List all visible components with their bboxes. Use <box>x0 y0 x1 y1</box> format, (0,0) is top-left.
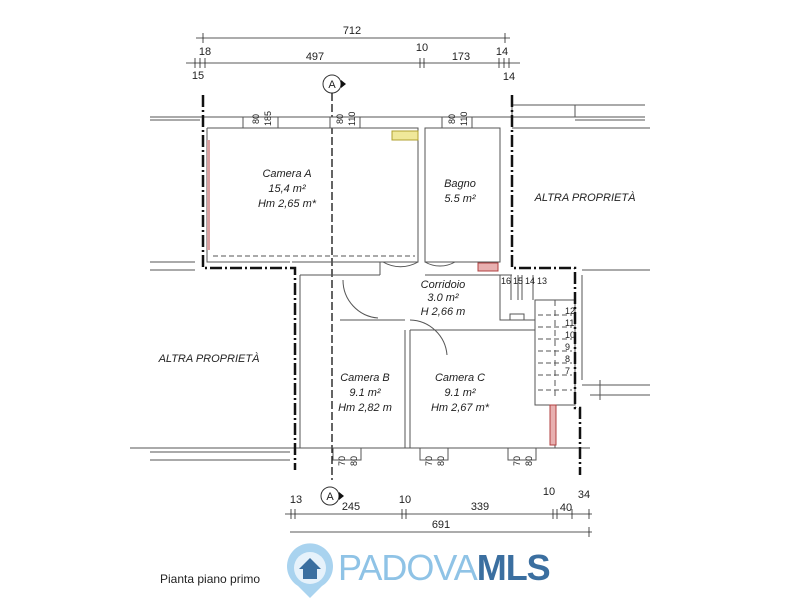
room-corridoio: Corridoio 3.0 m² H 2,66 m <box>421 279 466 318</box>
svg-text:16: 16 <box>501 276 511 286</box>
dim-camera-c: 339 <box>471 501 489 513</box>
svg-text:70: 70 <box>424 456 434 466</box>
svg-text:Camera B: Camera B <box>340 372 390 384</box>
svg-text:11: 11 <box>565 318 574 328</box>
svg-text:A: A <box>328 79 336 91</box>
svg-text:Bagno: Bagno <box>444 178 476 190</box>
svg-text:80: 80 <box>349 456 359 466</box>
dim-main: 497 <box>306 51 324 63</box>
svg-text:15,4 m²: 15,4 m² <box>268 183 306 195</box>
svg-text:15: 15 <box>513 276 523 286</box>
svg-text:Corridoio: Corridoio <box>421 279 466 291</box>
svg-text:80: 80 <box>251 114 261 124</box>
svg-text:H 2,66 m: H 2,66 m <box>421 306 466 318</box>
dim-mid-wall: 10 <box>416 42 428 54</box>
dim-bottom-left-wall: 13 <box>290 494 302 506</box>
svg-text:80: 80 <box>436 456 446 466</box>
svg-text:9.1 m²: 9.1 m² <box>349 387 381 399</box>
svg-text:13: 13 <box>537 276 547 286</box>
dim-bottom-right-wall: 10 <box>543 486 555 498</box>
svg-text:3.0 m²: 3.0 m² <box>427 292 459 304</box>
svg-text:80: 80 <box>447 114 457 124</box>
top-dimensions: 712 18 15 497 10 173 14 14 <box>186 25 520 83</box>
dim-left-wall: 18 <box>199 46 211 58</box>
dim-total-bottom: 691 <box>432 519 450 531</box>
svg-text:80: 80 <box>524 456 534 466</box>
label-altra-proprieta-right: ALTRA PROPRIETÀ <box>534 191 636 204</box>
svg-text:Hm 2,65 m*: Hm 2,65 m* <box>258 198 317 210</box>
svg-text:9.1 m²: 9.1 m² <box>444 387 476 399</box>
room-bagno: Bagno 5.5 m² <box>444 178 476 205</box>
dim-camera-b: 245 <box>342 501 360 513</box>
section-marker-bottom: A <box>320 486 344 506</box>
walls <box>130 104 650 461</box>
property-line <box>201 95 297 470</box>
svg-text:14: 14 <box>525 276 535 286</box>
dim-bottom-right-end: 34 <box>578 489 590 501</box>
stairs: 16 15 14 13 12 11 10 9 8 7 <box>499 275 575 400</box>
dim-right-wall-top: 14 <box>496 46 508 58</box>
bottom-dimensions: 13 245 10 339 10 40 34 691 <box>285 486 592 537</box>
svg-text:Hm 2,82 m: Hm 2,82 m <box>338 402 392 414</box>
house-pin-icon <box>287 543 333 598</box>
svg-text:70: 70 <box>512 456 522 466</box>
section-marker-top: A <box>322 74 346 480</box>
watermark-mls: MLS <box>476 547 551 588</box>
dim-bottom-right-small: 40 <box>560 502 572 514</box>
property-line-right <box>510 95 582 475</box>
svg-text:A: A <box>326 491 334 503</box>
svg-text:Camera A: Camera A <box>262 168 311 180</box>
plan-caption: Pianta piano primo <box>160 572 261 586</box>
dim-left-outer: 15 <box>192 70 204 82</box>
room-camera-a: Camera A 15,4 m² Hm 2,65 m* <box>258 168 317 210</box>
dim-right: 173 <box>452 51 470 63</box>
svg-text:110: 110 <box>459 112 469 126</box>
svg-text:110: 110 <box>347 112 357 126</box>
svg-text:80: 80 <box>335 114 345 124</box>
svg-text:Camera C: Camera C <box>435 372 485 384</box>
svg-text:9: 9 <box>565 342 570 352</box>
padovamls-watermark: PADOVAMLS <box>280 538 551 600</box>
svg-text:Hm 2,67 m*: Hm 2,67 m* <box>431 402 490 414</box>
svg-text:185: 185 <box>263 111 273 126</box>
svg-text:70: 70 <box>337 456 347 466</box>
svg-text:8: 8 <box>565 354 570 364</box>
room-camera-c: Camera C 9.1 m² Hm 2,67 m* <box>431 372 490 414</box>
window-dimensions: 80 185 80 110 80 110 70 80 70 80 70 80 <box>251 111 534 466</box>
watermark-padova: PADOVA <box>338 547 478 588</box>
dim-right-wall-bottom: 14 <box>503 71 515 83</box>
label-altra-proprieta-left: ALTRA PROPRIETÀ <box>158 352 260 365</box>
dim-bottom-mid-wall: 10 <box>399 494 411 506</box>
dim-total-top: 712 <box>343 25 361 37</box>
svg-text:7: 7 <box>565 366 570 376</box>
svg-text:10: 10 <box>565 330 575 340</box>
room-camera-b: Camera B 9.1 m² Hm 2,82 m <box>338 372 392 414</box>
svg-text:5.5 m²: 5.5 m² <box>444 193 476 205</box>
svg-text:12: 12 <box>565 306 575 316</box>
